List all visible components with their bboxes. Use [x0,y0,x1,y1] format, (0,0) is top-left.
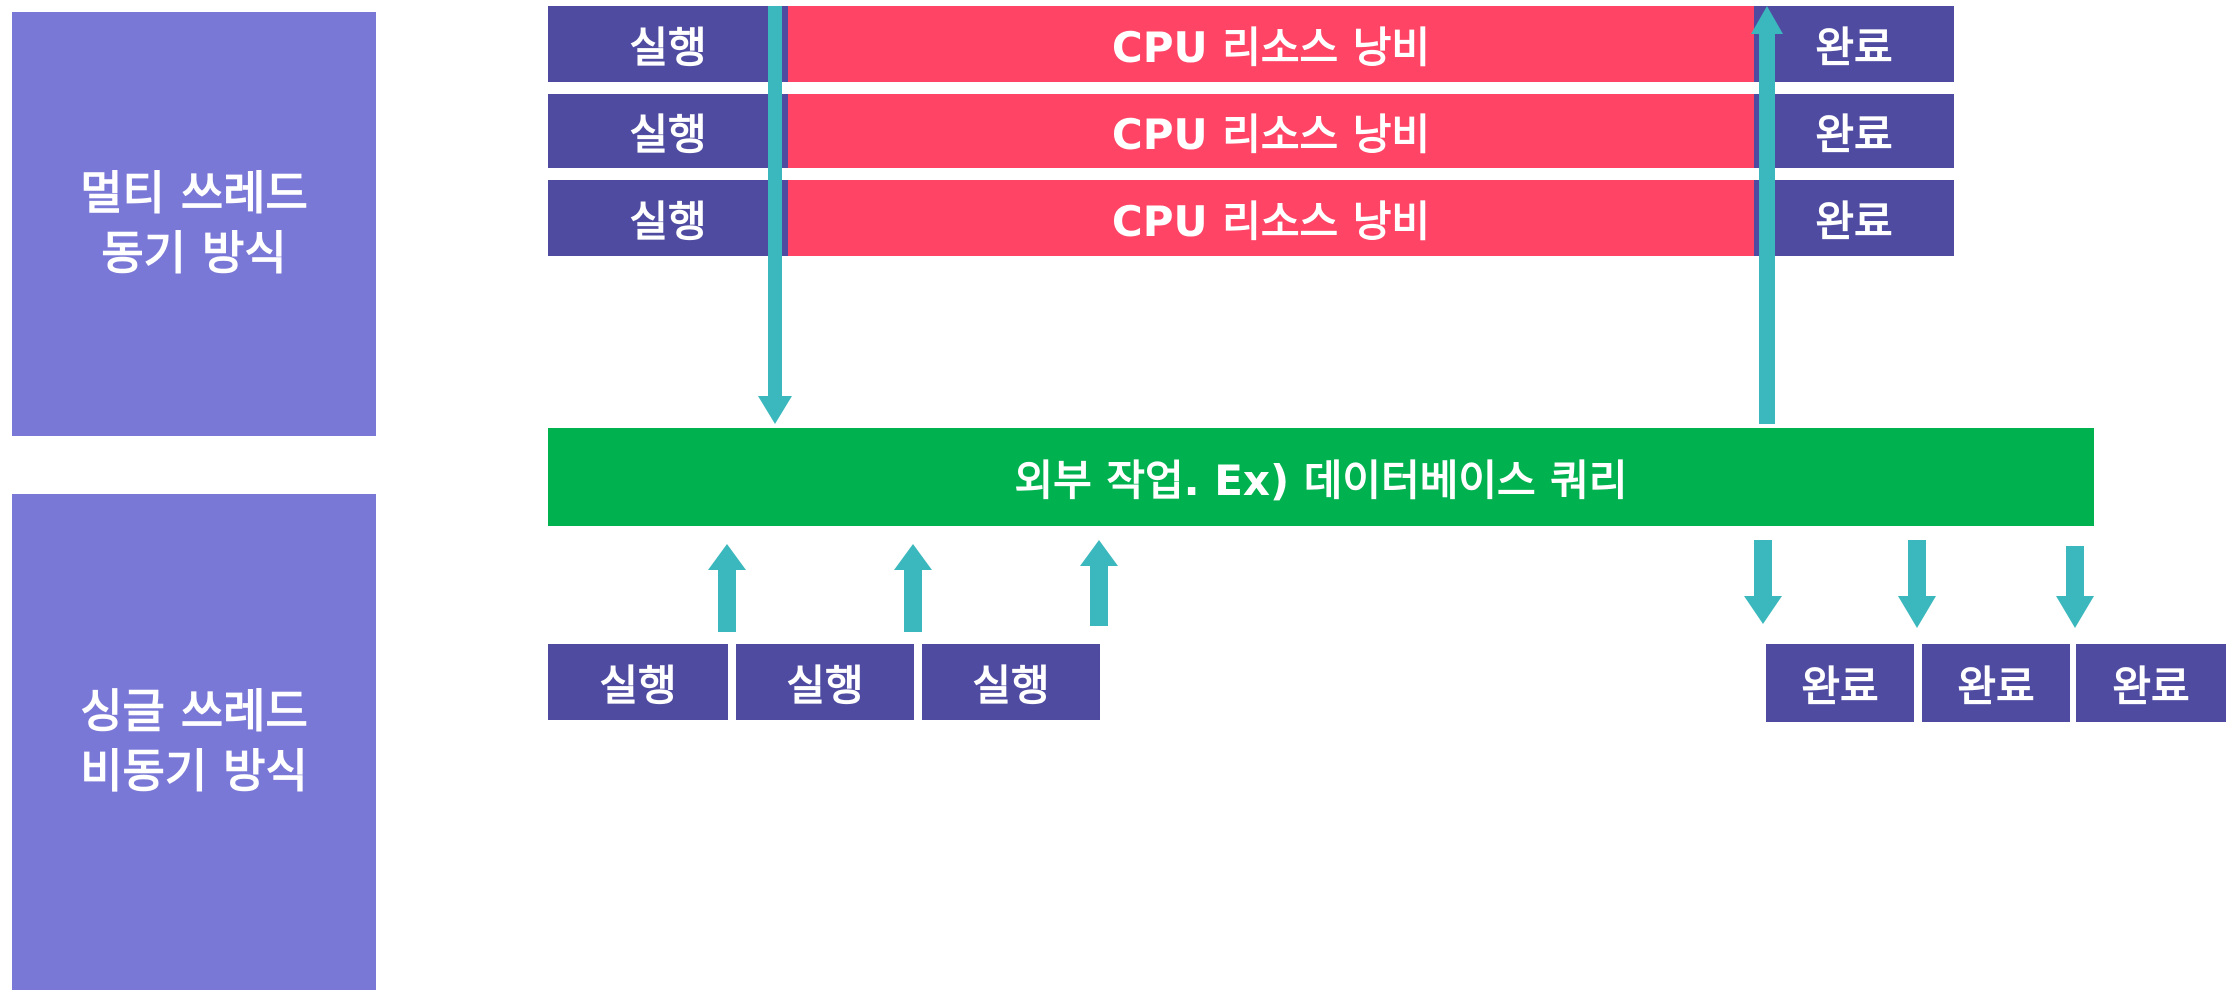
single-done-box-3: 완료 [2076,644,2226,722]
multi-run-box-1: 실행 [548,6,788,82]
single-up-arrow-2 [894,544,932,632]
single-down-arrow-3 [2056,546,2094,628]
multi-run-box-2: 실행 [548,94,788,168]
single-run-box-1: 실행 [548,644,728,720]
external-task-bar: 외부 작업. Ex) 데이터베이스 쿼리 [548,428,2094,526]
multi-waste-bar-2: CPU 리소스 낭비 [788,94,1754,168]
single-up-arrow-1 [708,544,746,632]
multi-done-box-2: 완료 [1754,94,1954,168]
multi-done-box-3: 완료 [1754,180,1954,256]
multi-waste-bar-1: CPU 리소스 낭비 [788,6,1754,82]
single-down-arrow-1 [1744,540,1782,624]
multi-thread-sync-label: 멀티 쓰레드 동기 방식 [12,12,376,436]
multi-run-box-3: 실행 [548,180,788,256]
single-up-arrow-3 [1080,540,1118,626]
multi-done-box-1: 완료 [1754,6,1954,82]
single-thread-label-line2: 비동기 방식 [80,744,308,798]
multi-waste-bar-3: CPU 리소스 낭비 [788,180,1754,256]
single-done-box-2: 완료 [1922,644,2070,722]
single-down-arrow-2 [1898,540,1936,628]
single-run-box-2: 실행 [736,644,914,720]
multi-thread-label-line2: 동기 방식 [101,226,287,280]
multi-thread-label-line1: 멀티 쓰레드 [80,166,308,221]
single-done-box-1: 완료 [1766,644,1914,722]
single-run-box-3: 실행 [922,644,1100,720]
single-thread-async-label: 싱글 쓰레드 비동기 방식 [12,494,376,990]
multi-up-arrow [1751,6,1783,424]
multi-down-arrow [758,6,792,424]
single-thread-label-line1: 싱글 쓰레드 [80,684,308,739]
